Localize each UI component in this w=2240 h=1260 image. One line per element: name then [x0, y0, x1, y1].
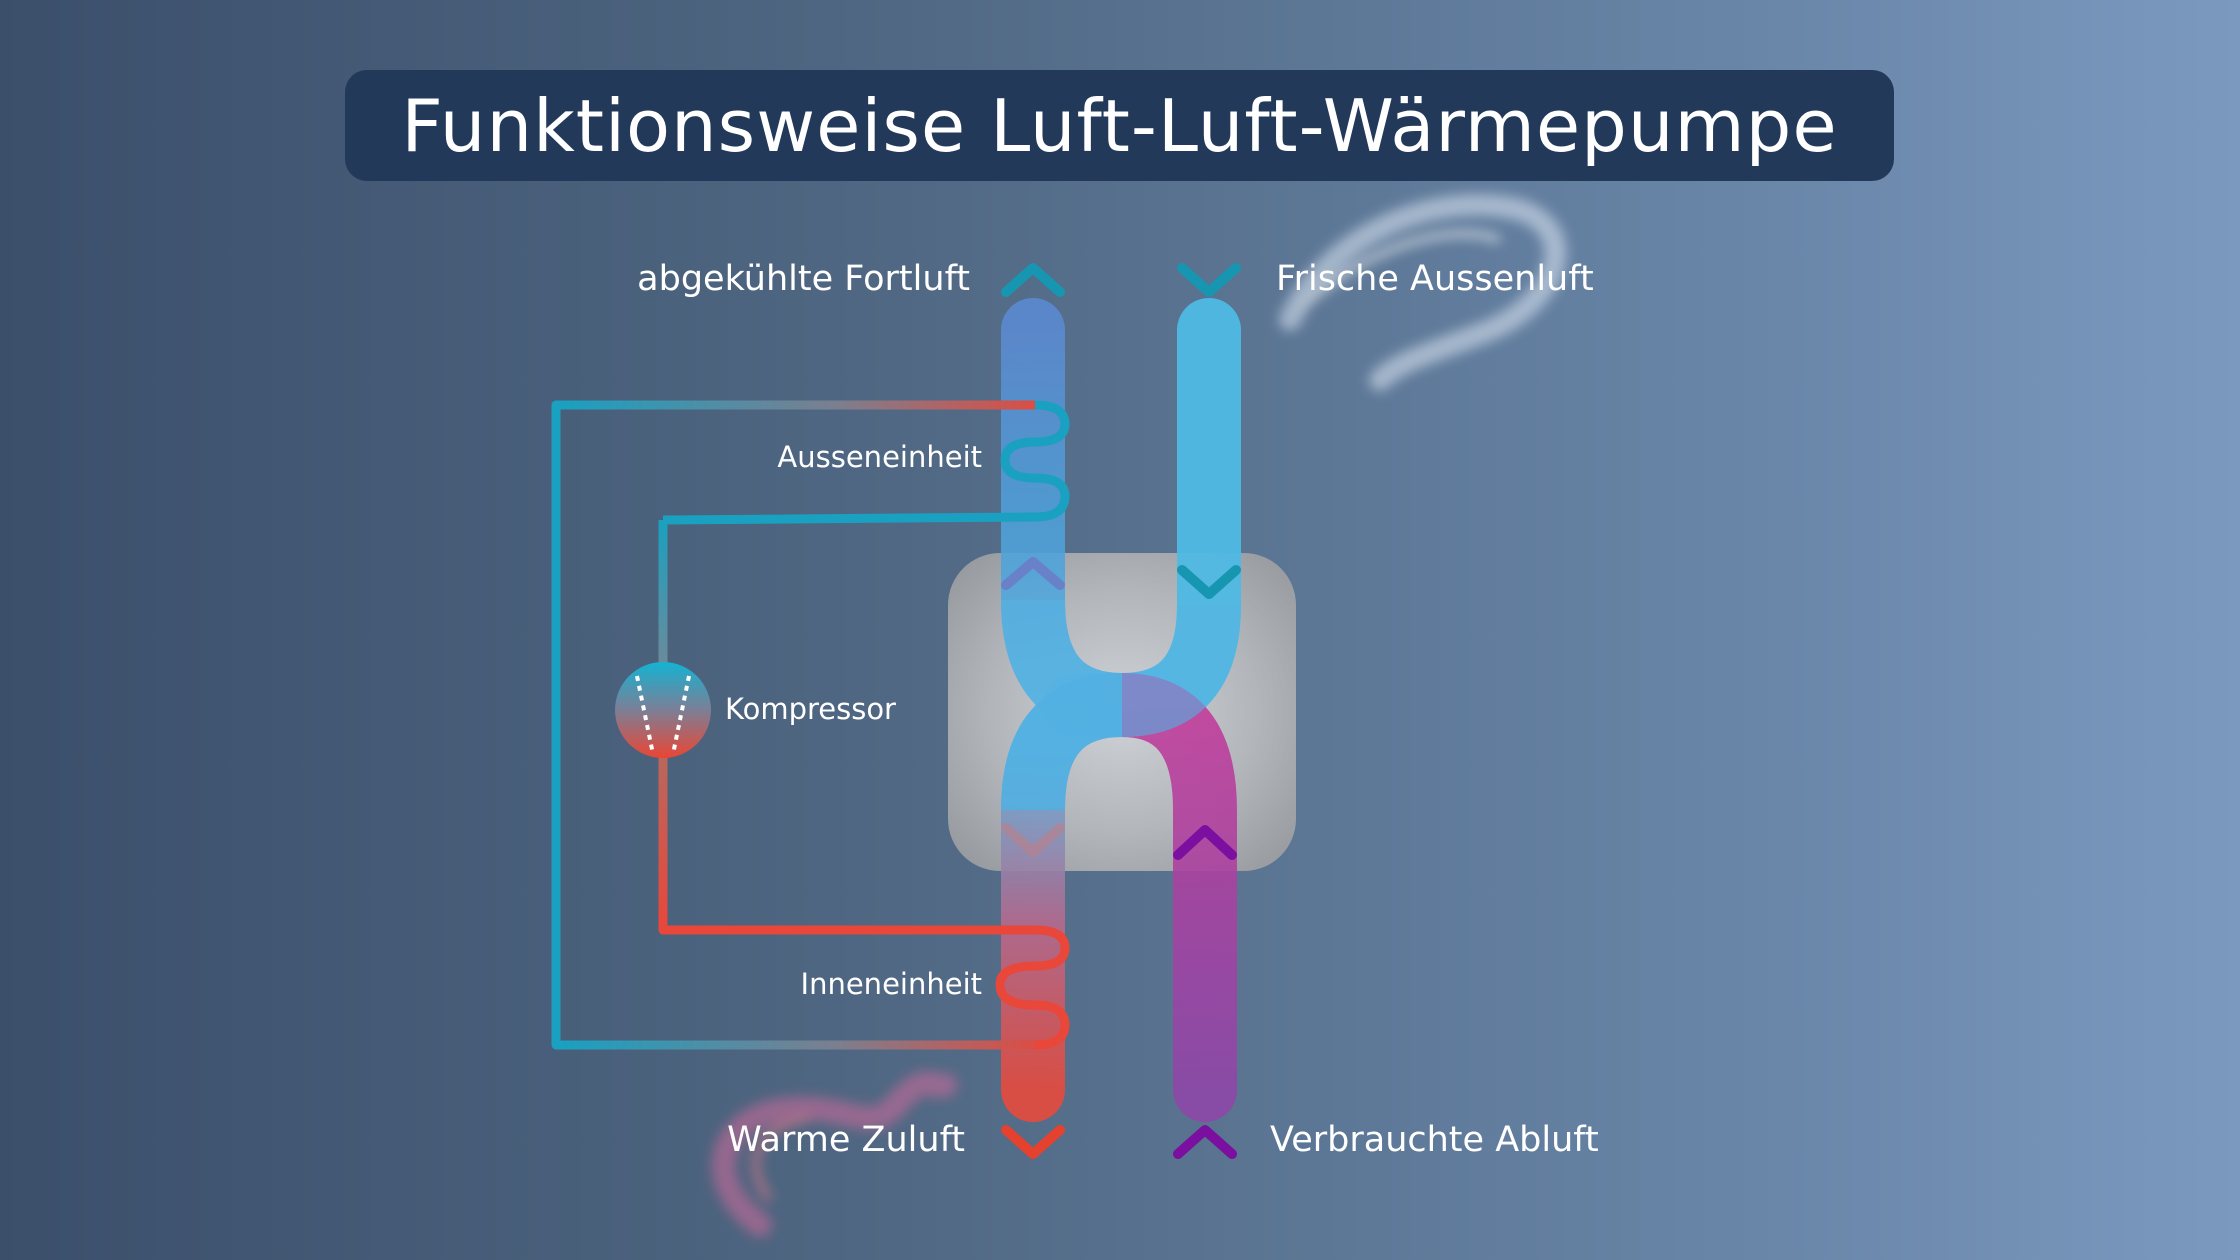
indoor-coil: [995, 925, 1070, 1050]
outdoor-coil: [662, 400, 1070, 525]
arrow-down-warm-supply-icon: [1001, 1125, 1065, 1159]
label-indoor-unit: Inneneinheit: [801, 967, 982, 1001]
label-outdoor-unit: Ausseneinheit: [777, 440, 982, 474]
arrow-up-exhaust-top-icon: [1001, 263, 1065, 297]
label-fresh-outside: Frische Aussenluft: [1276, 259, 1594, 299]
fresh-air-swirl-icon: [1279, 193, 1567, 391]
arrow-down-inner-left-icon: [1001, 823, 1065, 857]
arrow-up-used-exhaust-icon: [1173, 1125, 1237, 1159]
title-banner: Funktionsweise Luft-Luft-Wärmepumpe: [345, 70, 1894, 181]
arrow-down-inner-right-icon: [1177, 565, 1241, 599]
warm-air-swirl-icon: [711, 1071, 957, 1237]
arrow-down-fresh-top-icon: [1177, 263, 1241, 297]
label-compressor: Kompressor: [725, 692, 896, 726]
arrow-up-inner-left-icon: [1001, 557, 1065, 590]
label-warm-supply: Warme Zuluft: [727, 1120, 965, 1160]
label-exhaust-cooled: abgekühlte Fortluft: [637, 259, 970, 299]
label-used-exhaust: Verbrauchte Abluft: [1270, 1120, 1599, 1160]
arrow-up-inner-right-icon: [1173, 825, 1237, 860]
compressor-icon: [615, 662, 711, 758]
page-title: Funktionsweise Luft-Luft-Wärmepumpe: [401, 83, 1838, 168]
